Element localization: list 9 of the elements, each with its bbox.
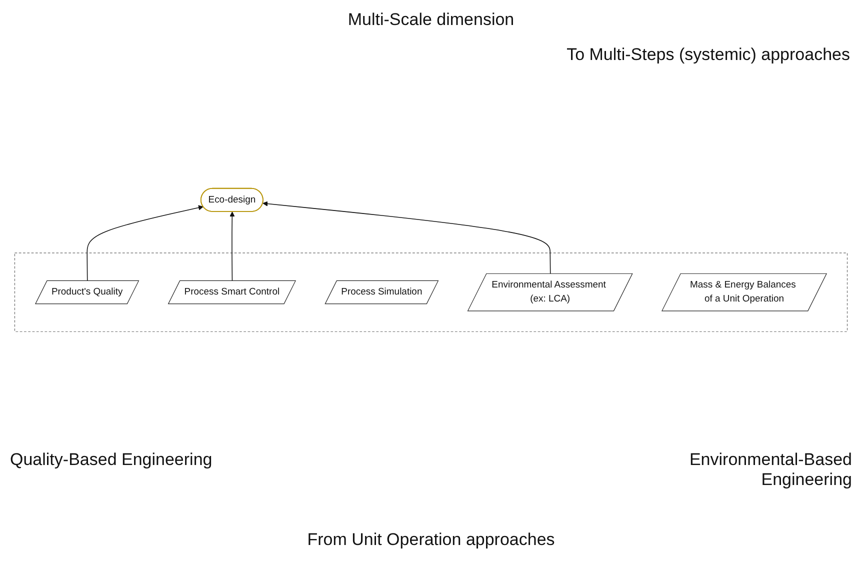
arrow: [230, 212, 235, 282]
arrow: [86, 205, 204, 282]
axis-label: Multi-Scale dimension: [346, 10, 516, 30]
axis-label: From Unit Operation approaches: [306, 530, 556, 550]
axis-label: Environmental-Based Engineering: [688, 450, 852, 490]
axis-label: To Multi-Steps (systemic) approaches: [566, 45, 850, 65]
axis-label: Quality-Based Engineering: [10, 450, 214, 470]
cluster: [14, 252, 848, 332]
arrow: [262, 201, 551, 274]
